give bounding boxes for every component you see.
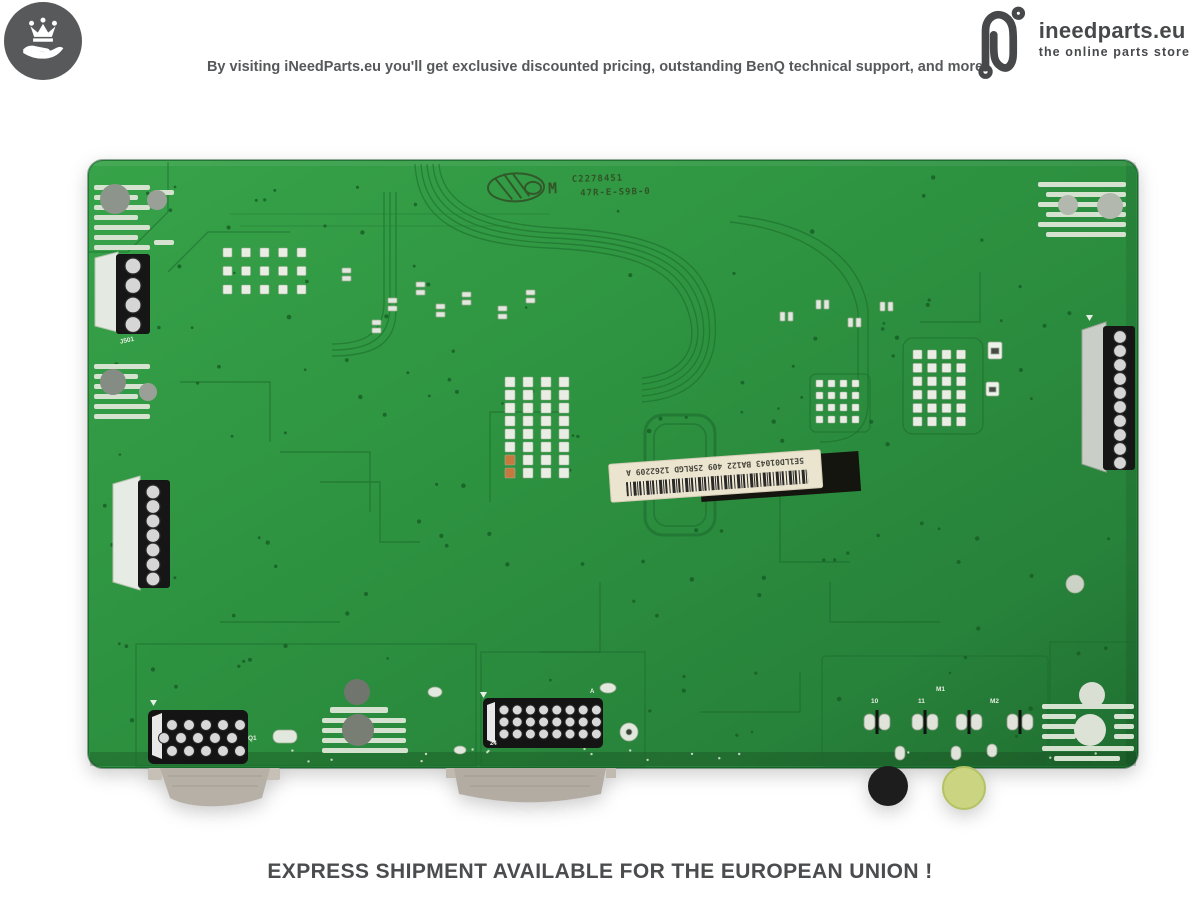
bottom-right-pads: 10 11 M1 M2 [863,686,1034,761]
dvi-connector: 24 A [446,689,616,803]
audio-jacks [868,766,986,810]
misc-components [150,267,1093,755]
crown-hand-icon [23,17,64,59]
marketing-tagline: By visiting iNeedParts.eu you'll get exc… [206,59,984,75]
silk-label-11: 11 [918,698,925,705]
pcb-photo: M C2278451 47R-E-S9B-0 [87,159,1139,810]
connector-10pin-right [1081,321,1135,473]
barcode-sticker: 5E1LD01043 BA122 409 25RLGD 1262209 A [608,449,862,503]
silk-label-q1: Q1 [248,735,257,742]
silk-label-m1: M1 [936,686,945,693]
mount-pattern-top-right [1038,182,1126,237]
etched-line2: 47R-E-S9B-0 [580,187,651,199]
mount-pattern-bottom-mid [322,679,408,753]
connector-4pin-left: J501 [94,251,150,346]
shipping-banner: EXPRESS SHIPMENT AVAILABLE FOR THE EUROP… [267,860,933,883]
mount-pattern-mid-left [94,364,157,419]
brand-n-icon [978,6,1025,79]
pad-grid-right [912,349,966,427]
vga-connector: Q1 [148,710,280,807]
mount-pattern-bottom-right [1042,682,1134,761]
silk-label-10: 10 [871,698,879,705]
pad-grid-top-left [222,247,307,295]
silk-label-j501: J501 [119,336,135,346]
connector-7pin-left [112,475,170,591]
etched-logo-glyph: M [548,179,558,197]
mount-pattern-top-left [94,184,174,250]
silk-label-24: 24 [490,741,497,747]
brand-slogan: the online parts store [1038,45,1190,59]
crown-hand-badge [4,2,82,80]
etched-line1: C2278451 [572,174,624,185]
sticker-barcode [625,469,809,497]
brand-name: ineedparts.eu [1038,18,1186,43]
pad-grid-center [504,376,570,479]
brand-text: ineedparts.eu the online parts store [1038,18,1190,60]
pad-grid-small [815,379,860,424]
silk-label-m2: M2 [990,698,999,705]
brand-logo: ineedparts.eu the online parts store [973,4,1190,82]
etched-markings: M C2278451 47R-E-S9B-0 [487,172,651,203]
silk-label-a: A [590,689,595,695]
